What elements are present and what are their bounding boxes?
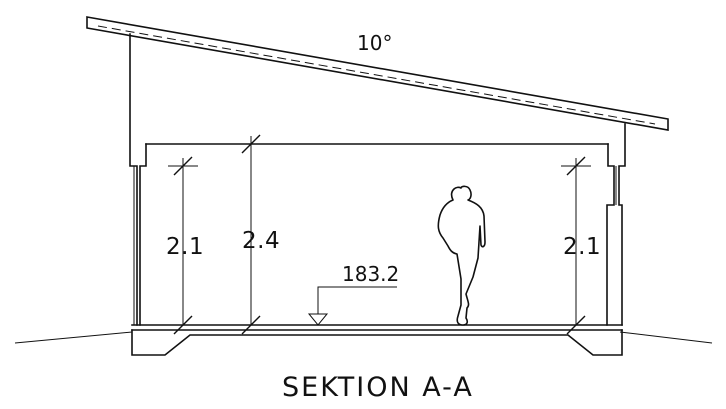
person-figure	[437, 185, 486, 326]
dimension-right: 2.1	[561, 156, 601, 335]
right-wall	[606, 123, 626, 326]
floor-slab	[131, 324, 623, 356]
ground-line	[14, 331, 713, 344]
floor-level-label: 183.2	[342, 262, 399, 286]
right-height-label: 2.1	[563, 234, 601, 260]
left-height-label: 2.1	[166, 234, 204, 260]
level-marker: 183.2	[307, 262, 399, 326]
room-height-label: 2.4	[242, 228, 280, 254]
roof	[86, 16, 669, 131]
roof-pitch-label: 10°	[357, 31, 392, 55]
dimension-room: 2.4	[241, 134, 280, 335]
left-wall	[129, 33, 147, 326]
dimension-left: 2.1	[166, 156, 204, 335]
section-title: SEKTION A-A	[282, 372, 474, 403]
